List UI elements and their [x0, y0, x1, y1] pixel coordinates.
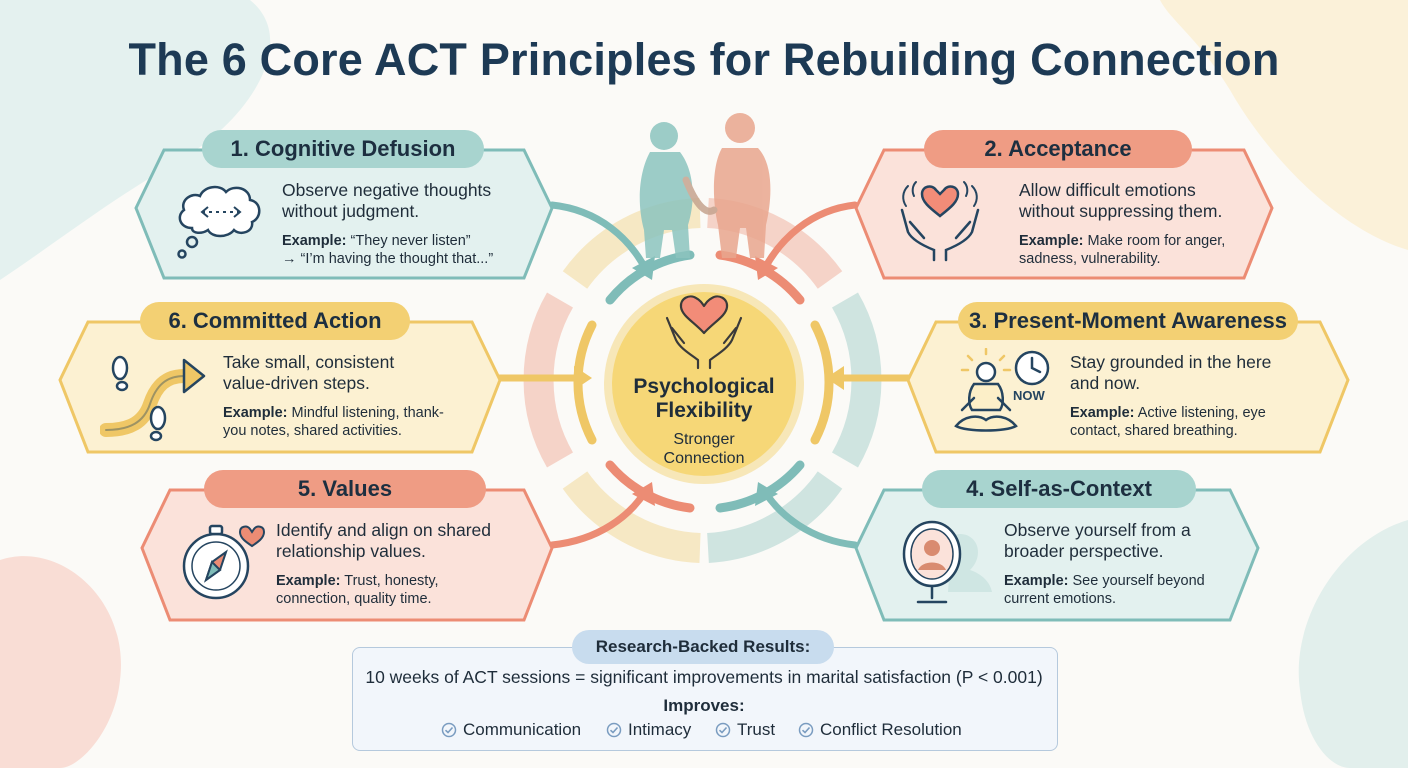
example-values: Example: Trust, honesty, connection, qua…	[276, 573, 439, 607]
example-acceptance: Example: Make room for anger, sadness, v…	[1019, 233, 1226, 267]
card-values: 5. Values Identify and align on shared r…	[140, 468, 554, 624]
results-panel	[352, 647, 1058, 751]
check-circle-icon	[441, 722, 457, 738]
desc-self-as-context: Observe yourself from a broader perspect…	[1004, 520, 1191, 561]
hands-heart-icon	[900, 181, 980, 262]
desc-cognitive-defusion: Observe negative thoughts without judgme…	[282, 180, 492, 221]
example-cognitive-defusion: Example: “They never listen” → “I’m havi…	[282, 233, 494, 267]
check-circle-icon	[715, 722, 731, 738]
label-present-moment-awareness: 3. Present-Moment Awareness	[958, 302, 1298, 340]
card-present-moment-awareness: 3. Present-Moment Awareness NOW Stay gro…	[906, 300, 1351, 456]
check-circle-icon	[798, 722, 814, 738]
example-self-as-context: Example: See yourself beyond current emo…	[1004, 573, 1205, 607]
example-committed-action: Example: Mindful listening, thank- you n…	[223, 405, 444, 439]
desc-committed-action: Take small, consistent value-driven step…	[223, 352, 395, 393]
card-acceptance: 2. Acceptance Allow difficult emotions w…	[854, 128, 1274, 283]
now-label: NOW	[1013, 388, 1045, 403]
improve-item-communication: Communication	[441, 720, 581, 740]
results-statement: 10 weeks of ACT sessions = significant i…	[365, 667, 1043, 687]
results-heading: Research-Backed Results:	[572, 630, 834, 664]
center-hands-heart-icon	[665, 295, 743, 370]
improves-label: Improves:	[663, 696, 745, 715]
footsteps-arrow-icon	[100, 355, 206, 442]
label-cognitive-defusion: 1. Cognitive Defusion	[202, 130, 484, 168]
label-self-as-context: 4. Self-as-Context	[922, 470, 1196, 508]
compass-heart-icon	[182, 524, 266, 600]
label-values: 5. Values	[204, 470, 486, 508]
improve-item-trust: Trust	[715, 720, 775, 740]
label-committed-action: 6. Committed Action	[140, 302, 410, 340]
mirror-icon	[902, 520, 992, 604]
desc-values: Identify and align on shared relationshi…	[276, 520, 492, 561]
example-present-moment-awareness: Example: Active listening, eye contact, …	[1070, 405, 1266, 439]
improve-item-conflict-resolution: Conflict Resolution	[798, 720, 962, 740]
center-title: Psychological Flexibility	[633, 375, 775, 422]
couple-silhouette-icon	[639, 113, 771, 258]
center-subtitle: Stronger Connection	[663, 431, 745, 467]
label-acceptance: 2. Acceptance	[924, 130, 1192, 168]
meditation-clock-icon	[954, 348, 1050, 432]
card-committed-action: 6. Committed Action Take small, consiste…	[58, 300, 503, 456]
thought-cloud-icon	[177, 185, 261, 259]
desc-acceptance: Allow difficult emotions without suppres…	[1019, 180, 1223, 221]
page-title: The 6 Core ACT Principles for Rebuilding…	[128, 34, 1280, 85]
check-circle-icon	[606, 722, 622, 738]
card-self-as-context: 4. Self-as-Context Observe yourself from…	[854, 468, 1260, 624]
card-cognitive-defusion: 1. Cognitive Defusion Observe negative t…	[134, 128, 554, 283]
improve-item-intimacy: Intimacy	[606, 720, 691, 740]
desc-present-moment-awareness: Stay grounded in the here and now.	[1070, 352, 1272, 393]
